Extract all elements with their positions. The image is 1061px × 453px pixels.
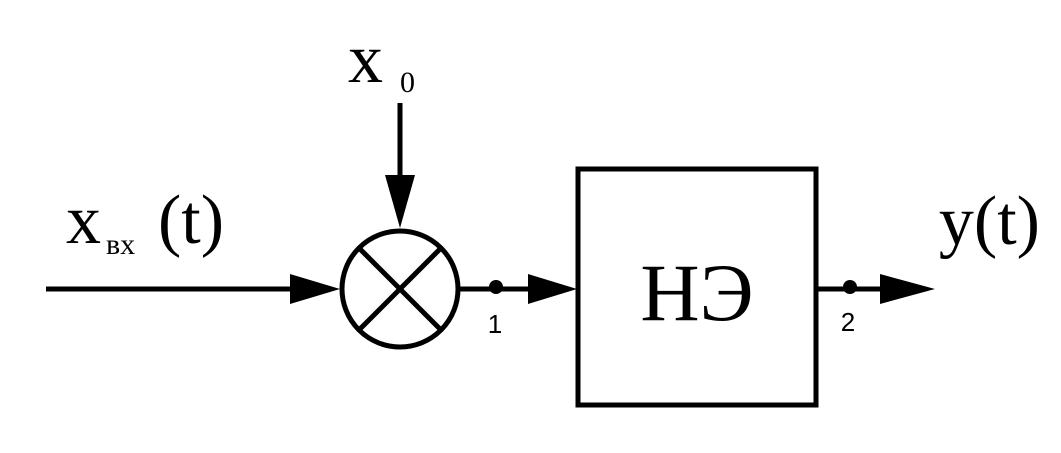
nonlinear-element-block — [575, 166, 819, 408]
summing-junction — [339, 228, 461, 350]
input-argument: (t) — [158, 182, 224, 259]
node-2-label: 2 — [841, 307, 855, 337]
offset-symbol: x — [348, 21, 383, 98]
block-input-arrowhead — [528, 274, 577, 304]
output-arrowhead — [880, 274, 935, 304]
input-subscript: вх — [106, 228, 135, 261]
output-label: y(t) — [939, 183, 1040, 260]
node-1-dot — [489, 280, 503, 294]
node-2-dot — [843, 280, 857, 294]
input-arrowhead — [290, 274, 340, 304]
summing-cross-b — [357, 246, 443, 332]
input-symbol: x — [66, 182, 101, 259]
offset-arrowhead — [385, 175, 415, 228]
node-1-label: 1 — [488, 309, 502, 339]
block-label: НЭ — [640, 247, 753, 338]
input-label: x вх (t) — [66, 182, 224, 261]
offset-subscript: 0 — [400, 66, 415, 99]
offset-label: x 0 — [348, 21, 415, 99]
